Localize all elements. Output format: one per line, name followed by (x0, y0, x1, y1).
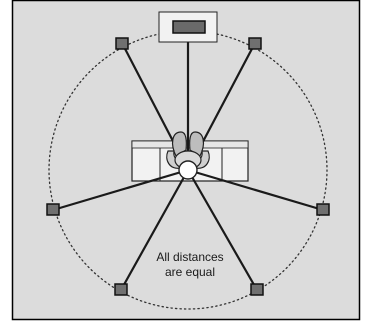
speaker-icon (248, 37, 262, 50)
line-to-side-right-speaker (186, 168, 325, 212)
speaker-icon (46, 203, 60, 216)
speaker-icon (250, 283, 264, 296)
room-border (11, 0, 361, 321)
equal-distance-circle (48, 30, 328, 310)
speaker-icon (114, 283, 128, 296)
caption-line-1: All distances (156, 250, 223, 264)
speaker-icon (115, 37, 129, 50)
line-to-side-left-speaker (51, 168, 190, 212)
speaker-icon (316, 203, 330, 216)
center-speaker (158, 11, 218, 43)
line-to-rear-right-speaker (186, 168, 259, 292)
speaker-icon (172, 20, 206, 34)
listener-icon (166, 131, 210, 180)
distance-lines (51, 26, 325, 292)
line-to-rear-left-speaker (119, 168, 190, 292)
caption-line-2: are equal (165, 265, 215, 279)
